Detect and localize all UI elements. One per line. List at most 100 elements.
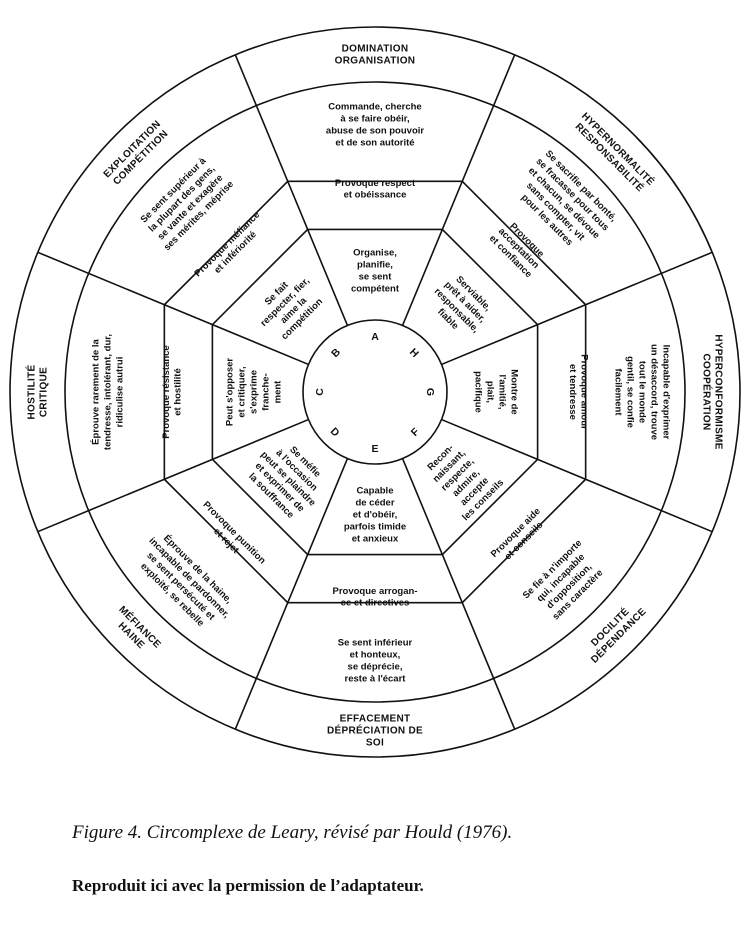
extreme-behaviour-text-line: ridiculise autrui bbox=[115, 357, 126, 428]
sector-divider bbox=[441, 418, 713, 533]
provoked-response-text: Provoque arrogan-ce et directives bbox=[333, 586, 418, 609]
moderate-behaviour-text-line: se sent bbox=[359, 272, 393, 283]
extreme-behaviour-text-line: reste à l'écart bbox=[345, 674, 407, 685]
extreme-behaviour-text-line: Commande, cherche bbox=[328, 102, 421, 113]
sector-divider bbox=[401, 458, 516, 730]
moderate-behaviour-text-line: pacifique bbox=[473, 371, 484, 413]
extreme-behaviour-text-line: tendresse, intolérant, dur, bbox=[103, 334, 114, 450]
outer-category-label-line: HYPERNORMALITÉ bbox=[579, 109, 658, 188]
provoked-response-text-line: Provoque méfiance bbox=[193, 210, 263, 280]
outer-category-label-line: CRITIQUE bbox=[39, 367, 50, 417]
sector-divider bbox=[441, 251, 713, 366]
moderate-behaviour-text: Montre del'amitié,plait,pacifique bbox=[473, 369, 520, 414]
moderate-behaviour-text-line: plait, bbox=[485, 381, 496, 403]
octant-letter: C bbox=[314, 388, 326, 396]
sector-divider bbox=[401, 54, 516, 326]
extreme-behaviour-text-line: Incapable d'exprimer bbox=[661, 345, 672, 440]
sector-divider bbox=[234, 54, 349, 326]
octant-letter: F bbox=[409, 425, 422, 438]
octant-letter: H bbox=[407, 346, 421, 360]
outer-category-label-line: HOSTILITÉ bbox=[25, 365, 38, 420]
moderate-behaviour-text-line: ment bbox=[273, 380, 284, 404]
sector-divider bbox=[37, 251, 309, 366]
outer-category-label-line: EFFACEMENT bbox=[340, 714, 411, 725]
moderate-behaviour-text-line: s'exprime bbox=[249, 370, 260, 414]
extreme-behaviour-text-line: Se sent inférieur bbox=[338, 638, 413, 649]
moderate-behaviour-text-line: compétent bbox=[351, 284, 400, 295]
outer-category-label-line: SOI bbox=[366, 738, 384, 749]
provoked-response-text-line: Provoque arrogan- bbox=[333, 586, 418, 597]
extreme-behaviour-text: Se sent supérieur àla plupart des gens,s… bbox=[139, 155, 236, 253]
octant-letter: E bbox=[371, 443, 378, 455]
inner-circle bbox=[302, 319, 448, 465]
ring-circle bbox=[64, 81, 686, 703]
permission-credit: Reproduit ici avec la permission de l’ad… bbox=[72, 876, 424, 895]
moderate-behaviour-text-line: et anxieux bbox=[352, 534, 399, 545]
diagram-structure-lines bbox=[9, 26, 741, 758]
moderate-behaviour-text-line: de céder bbox=[355, 498, 394, 509]
extreme-behaviour-text-line: se déprécie, bbox=[348, 662, 403, 673]
extreme-behaviour-text: Se sacrifie par bonté,se fracasse pour t… bbox=[519, 148, 619, 248]
moderate-behaviour-text-line: Montre de bbox=[509, 369, 520, 414]
outer-category-label-line: DOMINATION bbox=[342, 44, 409, 55]
figure-caption: Figure 4. Circomplexe de Leary, révisé p… bbox=[72, 822, 513, 843]
extreme-behaviour-text-line: tout le monde bbox=[637, 361, 648, 423]
outer-category-label-line: DÉPRÉCIATION DE bbox=[327, 724, 423, 737]
moderate-behaviour-text-line: Capable bbox=[357, 486, 394, 497]
provoked-response-text-line: et hostilité bbox=[172, 368, 183, 416]
moderate-behaviour-text-line: franche- bbox=[261, 373, 272, 410]
octant-letter: D bbox=[328, 425, 342, 439]
moderate-behaviour-text-line: l'amitié, bbox=[497, 375, 508, 410]
moderate-behaviour-text: Recon-naissant,respecte,admire,acceptele… bbox=[425, 442, 506, 523]
moderate-behaviour-text-line: et critiquer, bbox=[237, 366, 248, 417]
outer-category-label-line: HYPERCONFORMISME bbox=[713, 334, 724, 449]
extreme-behaviour-text-line: et de son autorité bbox=[335, 138, 414, 149]
moderate-behaviour-text-line: Organise, bbox=[353, 248, 397, 259]
extreme-behaviour-text-line: un désaccord, trouve bbox=[649, 344, 660, 440]
moderate-behaviour-text-line: et d'obéir, bbox=[353, 510, 398, 521]
sector-divider bbox=[37, 418, 309, 533]
outer-category-label-line: ORGANISATION bbox=[335, 56, 416, 67]
octant-letter: A bbox=[371, 331, 379, 343]
provoked-response-text-line: ce et directives bbox=[341, 597, 410, 608]
moderate-behaviour-text: Serviable,prêt à aider,responsable,fiabl… bbox=[432, 274, 493, 335]
octant-letter: B bbox=[329, 346, 343, 360]
extreme-behaviour-text-line: et honteux, bbox=[350, 650, 401, 661]
provoked-response-text-line: et tendresse bbox=[567, 364, 578, 420]
extreme-behaviour-text-line: facilement bbox=[613, 369, 624, 417]
provoked-response-text-line: Provoque respect bbox=[335, 178, 416, 189]
extreme-behaviour-text-line: Éprouve rarement de la bbox=[91, 338, 102, 444]
sector-divider bbox=[234, 458, 349, 730]
extreme-behaviour-text-line: abuse de son pouvoir bbox=[326, 126, 424, 137]
moderate-behaviour-text-line: Peut s'opposer bbox=[225, 358, 236, 427]
moderate-behaviour-text-line: parfois timide bbox=[344, 522, 406, 533]
outer-category-label-line: COOPÉRATION bbox=[701, 353, 714, 430]
provoked-response-text-line: Provoque amour bbox=[578, 354, 589, 430]
outer-circle bbox=[9, 26, 741, 758]
